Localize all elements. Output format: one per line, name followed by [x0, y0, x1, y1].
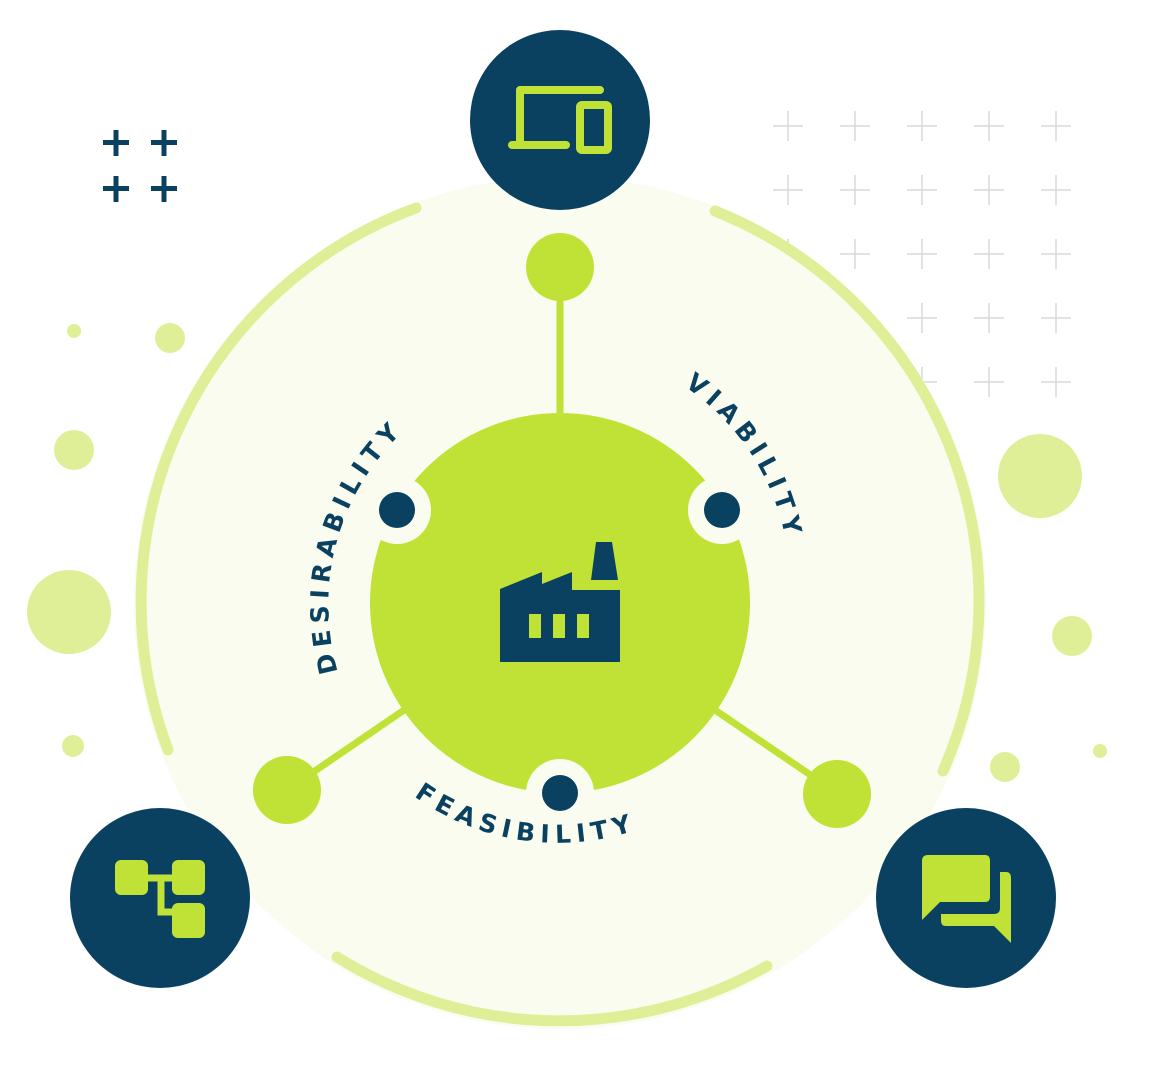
hub-notches — [363, 476, 756, 827]
node-bottom-left — [253, 756, 321, 824]
node-top — [526, 233, 594, 301]
outer-ring — [135, 202, 985, 1027]
desirability-dot — [379, 492, 415, 528]
outer-node-top — [470, 30, 650, 210]
decorative-cross-grid — [773, 111, 1071, 397]
connector-nodes — [253, 233, 871, 828]
factory-icon — [500, 542, 620, 662]
outer-node-bottom-right — [876, 808, 1056, 988]
devices-icon — [508, 86, 612, 154]
outer-node-bottom-left — [70, 808, 250, 988]
node-bottom-right — [803, 760, 871, 828]
chat-bubbles-icon — [922, 855, 1011, 943]
decorative-dots — [27, 323, 1107, 782]
flowchart-icon — [115, 860, 205, 938]
viability-dot — [704, 492, 740, 528]
decorative-plus-cluster — [103, 130, 177, 202]
feasibility-dot — [542, 775, 578, 811]
